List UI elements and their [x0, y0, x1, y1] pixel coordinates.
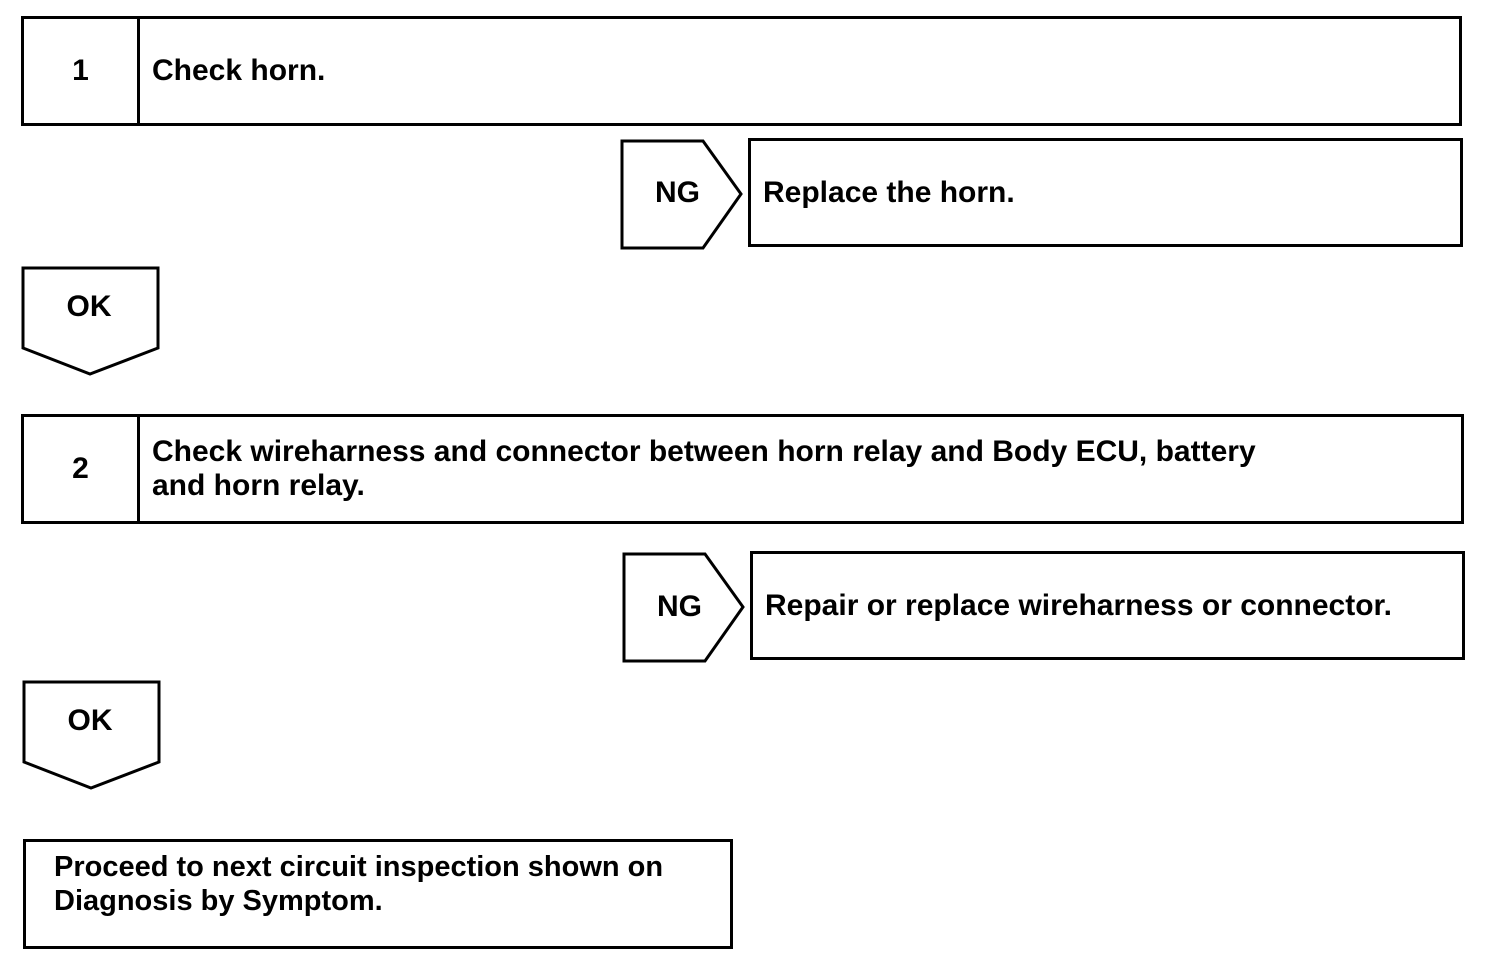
step-2-text-line1: Check wireharness and connector between …	[152, 435, 1256, 468]
ok-tag-2-shape	[22, 680, 161, 790]
final-text-line1: Proceed to next circuit inspection shown…	[54, 851, 664, 883]
final-box: Proceed to next circuit inspection shown…	[23, 839, 733, 949]
step-2-text-line2: and horn relay.	[152, 469, 365, 502]
step-2-number: 2	[24, 417, 140, 521]
ng-tag-1-shape	[620, 139, 743, 250]
ng-tag-2-label: NG	[657, 590, 702, 623]
step-1-box: 1 Check horn.	[21, 16, 1462, 126]
step-1-number: 1	[24, 19, 140, 123]
final-text-line2: Diagnosis by Symptom.	[54, 885, 383, 917]
ok-tag-1-shape	[21, 266, 160, 376]
ok-tag-2-label: OK	[67, 704, 113, 737]
step-2-box: 2 Check wireharness and connector betwee…	[21, 414, 1464, 524]
ng-action-1-box: Replace the horn.	[748, 138, 1463, 247]
ng-tag-2-shape	[622, 552, 745, 663]
ok-tag-1-label: OK	[66, 290, 112, 323]
ng-action-2-box: Repair or replace wireharness or connect…	[750, 551, 1465, 660]
step-2-text: Check wireharness and connector between …	[140, 417, 1461, 521]
ng-tag-1-label: NG	[655, 176, 700, 209]
step-1-text: Check horn.	[152, 54, 326, 87]
